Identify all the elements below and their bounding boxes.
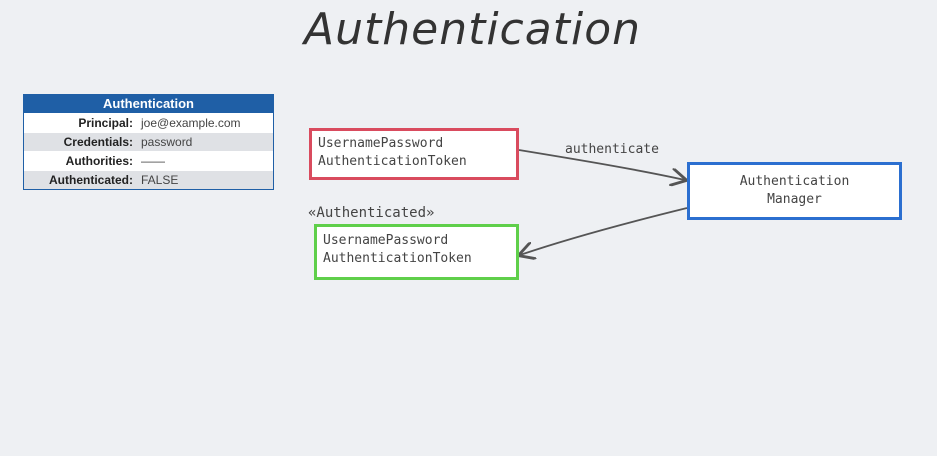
credentials-label: Credentials: [24, 133, 139, 151]
table-row-credentials: Credentials: password [24, 132, 273, 151]
authenticate-label: authenticate [565, 142, 659, 157]
page-title: Authentication [0, 4, 937, 55]
authenticated-stereotype: «Authenticated» [308, 205, 435, 221]
output-token-line1: UsernamePassword [323, 233, 449, 248]
authorities-value: —— [141, 154, 165, 168]
manager-line2: Manager [767, 192, 822, 207]
title-text: Authentication [304, 4, 641, 55]
authentication-manager-box: Authentication Manager [687, 162, 902, 220]
manager-line1: Authentication [739, 174, 850, 189]
input-token-line1: UsernamePassword [318, 136, 444, 151]
output-token-box: UsernamePassword AuthenticationToken [314, 224, 519, 280]
input-token-line2: AuthenticationToken [318, 154, 467, 169]
authenticated-value: FALSE [139, 171, 273, 189]
input-token-box: UsernamePassword AuthenticationToken [309, 128, 519, 180]
authentication-table: Authentication Principal: joe@example.co… [23, 94, 274, 190]
table-row-authenticated: Authenticated: FALSE [24, 170, 273, 189]
principal-value: joe@example.com [141, 116, 241, 130]
principal-label: Principal: [78, 116, 133, 130]
authorities-label: Authorities: [65, 154, 133, 168]
authentication-table-header: Authentication [24, 95, 273, 113]
authenticated-label: Authenticated: [24, 171, 139, 189]
return-arrow [520, 207, 688, 255]
credentials-value: password [139, 133, 273, 151]
table-row-authorities: Authorities: —— [24, 151, 273, 170]
table-row-principal: Principal: joe@example.com [24, 113, 273, 132]
output-token-line2: AuthenticationToken [323, 251, 472, 266]
